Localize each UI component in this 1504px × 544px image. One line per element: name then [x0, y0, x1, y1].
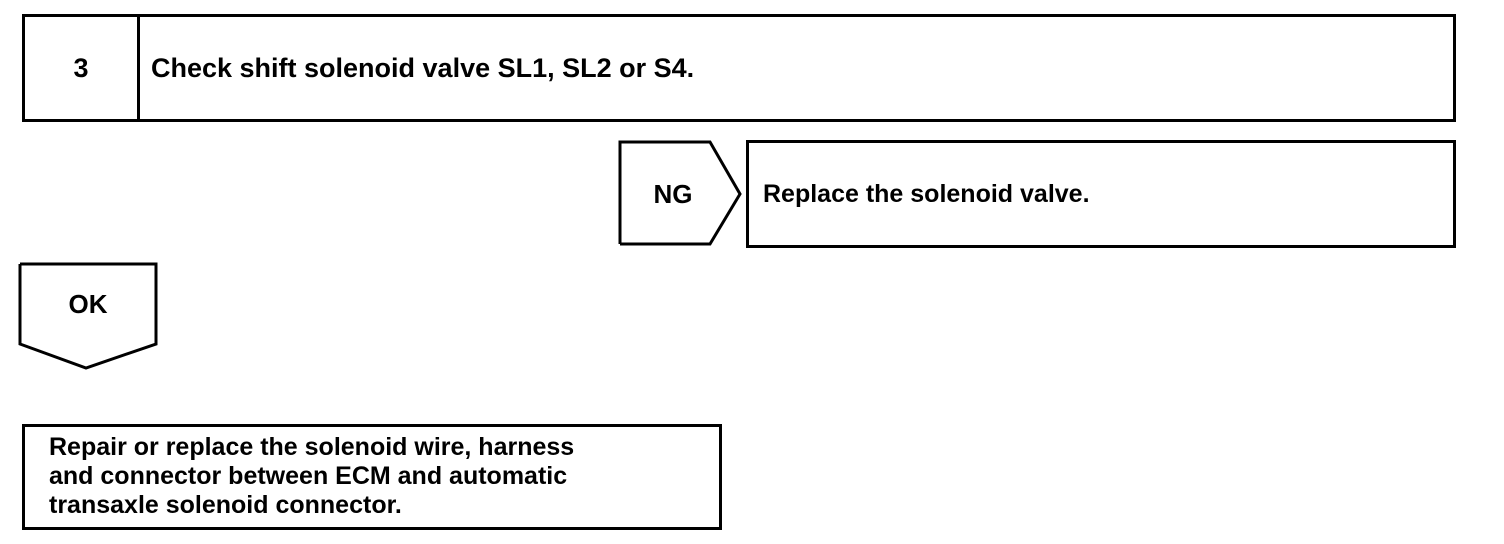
ng-arrow-tag: [618, 140, 742, 246]
repair-text: Repair or replace the solenoid wire, har…: [49, 433, 575, 519]
step-number: 3: [25, 17, 140, 119]
ok-arrow-tag: [18, 262, 158, 370]
step-header-box: 3 Check shift solenoid valve SL1, SL2 or…: [22, 14, 1456, 122]
ng-label: NG: [653, 178, 693, 209]
repair-box: Repair or replace the solenoid wire, har…: [22, 424, 722, 530]
ng-result-box: Replace the solenoid valve.: [746, 140, 1456, 248]
ok-label: OK: [68, 288, 108, 319]
ng-result-text: Replace the solenoid valve.: [763, 179, 1090, 208]
step-title: Check shift solenoid valve SL1, SL2 or S…: [151, 52, 695, 83]
